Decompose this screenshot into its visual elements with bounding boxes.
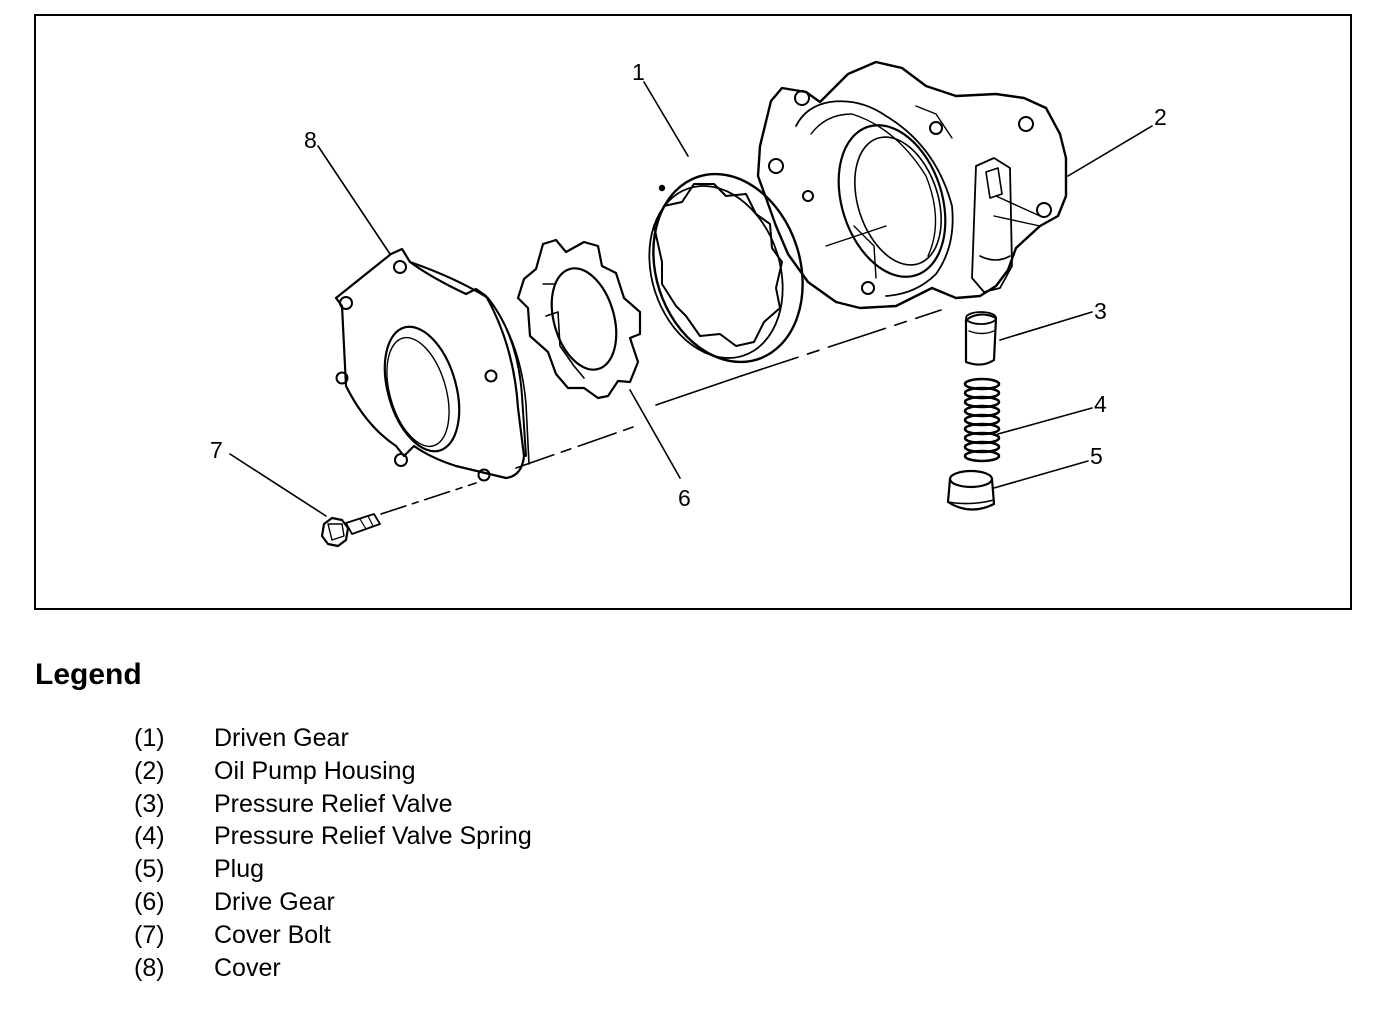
- plug: [946, 469, 996, 511]
- cover: [334, 247, 530, 482]
- legend-item-number: (4): [134, 822, 165, 851]
- callout-5: 5: [1090, 443, 1103, 469]
- legend-item-label: Driven Gear: [214, 724, 349, 752]
- legend-item-label: Cover Bolt: [214, 920, 331, 949]
- callout-8: 8: [304, 127, 317, 153]
- legend-item-number: (2): [134, 756, 165, 785]
- callout-1: 1: [632, 59, 645, 85]
- oil-pump-exploded-drawing: 1 2 3 4 5 6 7 8: [210, 59, 1167, 548]
- driven-gear: [648, 172, 804, 364]
- callout-4: 4: [1094, 391, 1107, 417]
- legend-item-number: (6): [134, 887, 165, 916]
- callout-3: 3: [1094, 298, 1107, 324]
- oil-pump-housing: [756, 60, 1068, 310]
- assembly-centerline: [380, 309, 942, 515]
- legend-item-number: (5): [134, 855, 165, 884]
- leader-lines: [229, 81, 1153, 517]
- legend-item-label: Pressure Relief Valve: [214, 789, 453, 818]
- callout-2: 2: [1154, 104, 1167, 130]
- drive-gear: [516, 238, 642, 400]
- callout-labels: 1 2 3 4 5 6 7 8: [210, 59, 1167, 511]
- legend-item-number: (7): [134, 920, 165, 949]
- cover-bolt: [320, 513, 381, 548]
- legend-item-label: Pressure Relief Valve Spring: [214, 822, 532, 851]
- exploded-view-diagram: 1 2 3 4 5 6 7 8: [34, 14, 1352, 610]
- callout-7: 7: [210, 437, 223, 463]
- legend-item-label: Plug: [214, 855, 265, 884]
- legend-item-number: (8): [134, 953, 165, 982]
- pressure-relief-valve-spring: [963, 377, 1001, 463]
- legend-title: Legend: [35, 658, 142, 691]
- legend-item-number: (1): [134, 724, 165, 752]
- legend-item-number: (3): [134, 789, 165, 818]
- callout-6: 6: [678, 485, 691, 511]
- pressure-relief-valve: [964, 311, 998, 366]
- legend-item-label: Oil Pump Housing: [214, 756, 416, 785]
- legend-item-label: Drive Gear: [214, 887, 335, 916]
- legend-item-label: Cover: [214, 953, 281, 982]
